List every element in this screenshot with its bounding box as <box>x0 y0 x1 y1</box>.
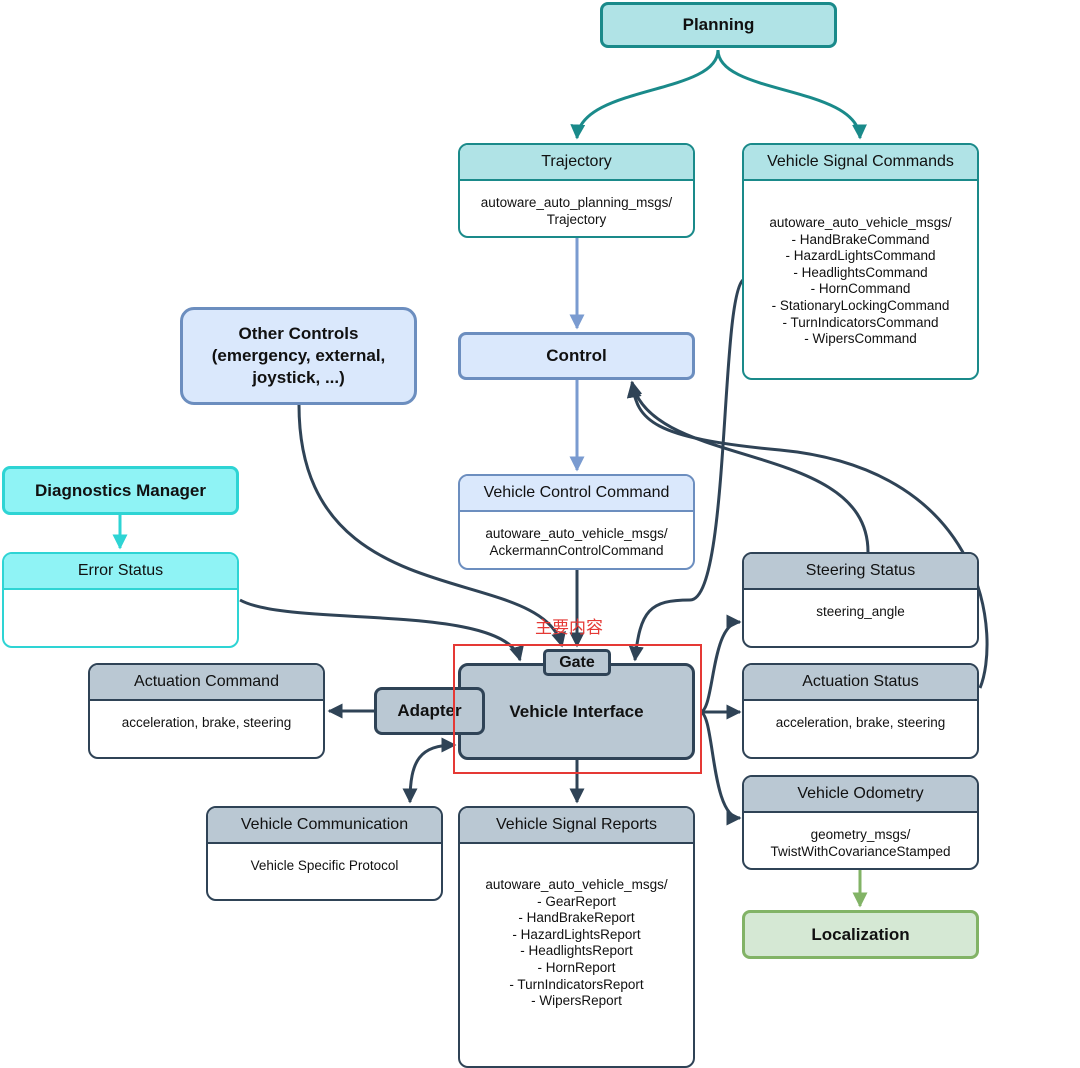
vehicle-control-command-body: autoware_auto_vehicle_msgs/ AckermannCon… <box>485 526 668 558</box>
vehicle-odometry-body: geometry_msgs/ TwistWithCovarianceStampe… <box>770 827 951 859</box>
error-status-node: Error Status <box>2 552 239 648</box>
other-controls-node: Other Controls (emergency, external, joy… <box>180 307 417 405</box>
control-node: Control <box>458 332 695 380</box>
planning-node: Planning <box>600 2 837 48</box>
vehicle-communication-title: Vehicle Communication <box>208 808 441 844</box>
trajectory-title: Trajectory <box>460 145 693 181</box>
highlight-frame <box>453 644 702 774</box>
planning-to-trajectory-edge <box>570 49 720 140</box>
planning-to-signal-commands-edge <box>716 49 867 140</box>
vehicle-signal-reports-node: Vehicle Signal Reports autoware_auto_veh… <box>458 806 695 1068</box>
vehicle-odometry-node: Vehicle Odometry geometry_msgs/ TwistWit… <box>742 775 979 870</box>
trajectory-body: autoware_auto_planning_msgs/ Trajectory <box>480 195 673 227</box>
actuation-command-node: Actuation Command acceleration, brake, s… <box>88 663 325 759</box>
localization-node: Localization <box>742 910 979 959</box>
actuation-status-body: acceleration, brake, steering <box>775 715 946 730</box>
vehicle-communication-body: Vehicle Specific Protocol <box>250 858 399 873</box>
vi-to-odometry-edge <box>699 710 742 826</box>
gate-node: Gate <box>543 649 611 676</box>
steering-status-body: steering_angle <box>816 604 905 619</box>
actuation-command-title: Actuation Command <box>90 665 323 701</box>
error-status-title: Error Status <box>4 554 237 590</box>
actuation-command-body: acceleration, brake, steering <box>121 715 292 730</box>
adapter-vehicle-communication-edge <box>402 737 457 804</box>
actuation-status-title: Actuation Status <box>744 665 977 701</box>
trajectory-node: Trajectory autoware_auto_planning_msgs/ … <box>458 143 695 238</box>
vehicle-signal-commands-node: Vehicle Signal Commands autoware_auto_ve… <box>742 143 979 380</box>
vehicle-signal-reports-title: Vehicle Signal Reports <box>460 808 693 844</box>
steering-status-title: Steering Status <box>744 554 977 590</box>
error-status-body <box>4 590 237 604</box>
steering-status-node: Steering Status steering_angle <box>742 552 979 648</box>
actuation-status-node: Actuation Status acceleration, brake, st… <box>742 663 979 759</box>
vi-to-steering-edge <box>699 614 742 714</box>
vehicle-signal-commands-title: Vehicle Signal Commands <box>744 145 977 181</box>
diagnostics-manager-node: Diagnostics Manager <box>2 466 239 515</box>
vehicle-signal-commands-body: autoware_auto_vehicle_msgs/ - HandBrakeC… <box>769 215 952 347</box>
annotation-label: 主要内容 <box>535 618 603 637</box>
vehicle-odometry-title: Vehicle Odometry <box>744 777 977 813</box>
vehicle-control-command-title: Vehicle Control Command <box>460 476 693 512</box>
vehicle-communication-node: Vehicle Communication Vehicle Specific P… <box>206 806 443 901</box>
adapter-node: Adapter <box>374 687 485 735</box>
vehicle-signal-reports-body: autoware_auto_vehicle_msgs/ - GearReport… <box>485 877 668 1009</box>
vehicle-control-command-node: Vehicle Control Command autoware_auto_ve… <box>458 474 695 570</box>
